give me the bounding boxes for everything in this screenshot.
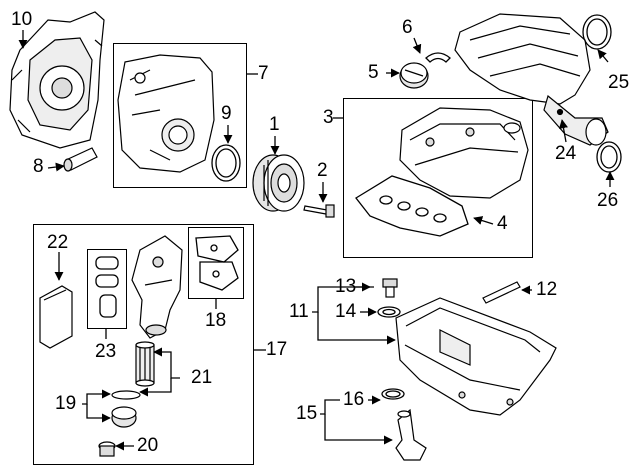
box-valve-cover-group — [343, 98, 533, 258]
part-cap-seal — [425, 52, 451, 63]
part-washer-14 — [377, 306, 401, 318]
callout-20: 20 — [137, 435, 159, 456]
callout-6: 6 — [402, 17, 413, 38]
box-gaskets-23 — [87, 249, 127, 329]
part-gaskets-18 — [195, 235, 239, 291]
part-seal-9 — [211, 144, 241, 182]
part-sleeve — [63, 147, 98, 172]
part-bolt-2 — [303, 204, 335, 218]
callout-9: 9 — [221, 103, 232, 124]
part-filter-element — [135, 341, 155, 387]
callout-17: 17 — [266, 339, 288, 360]
part-valve-cover-gasket — [355, 175, 469, 237]
callout-12: 12 — [536, 279, 558, 300]
callout-19: 19 — [55, 393, 77, 414]
callout-8: 8 — [33, 156, 44, 177]
callout-1: 1 — [269, 114, 280, 135]
callout-14: 14 — [335, 301, 357, 322]
box-gaskets-18 — [188, 227, 244, 299]
callout-11: 11 — [289, 301, 309, 322]
callout-7: 7 — [258, 63, 269, 84]
part-oil-cap — [399, 62, 429, 89]
callout-24: 24 — [555, 143, 577, 164]
part-intake-manifold — [454, 13, 609, 146]
callout-4: 4 — [497, 213, 508, 234]
callout-10: 10 — [11, 9, 33, 30]
callout-22: 22 — [47, 232, 69, 253]
part-seal-26 — [596, 141, 622, 173]
part-sensor-15 — [395, 408, 427, 461]
box-timing-cover-group — [113, 43, 247, 188]
callout-26: 26 — [597, 190, 619, 211]
callout-23: 23 — [95, 341, 117, 362]
part-tube-12 — [482, 281, 521, 304]
part-filter-housing — [131, 235, 183, 339]
callout-18: 18 — [205, 310, 227, 331]
part-valve-cover — [399, 107, 529, 199]
part-seal-25 — [582, 14, 612, 50]
callout-16: 16 — [343, 389, 365, 410]
callout-21: 21 — [191, 367, 213, 388]
leader-lines — [18, 30, 615, 451]
part-drain-plug-20 — [98, 441, 116, 457]
callout-3: 3 — [323, 107, 334, 128]
part-oil-pan — [395, 297, 557, 416]
callout-25: 25 — [608, 72, 630, 93]
callout-5: 5 — [368, 62, 379, 83]
part-oring-16 — [381, 388, 405, 400]
part-gaskets-23 — [95, 256, 119, 318]
part-plug-13 — [382, 278, 398, 298]
part-engine-cover — [9, 11, 105, 149]
callout-13: 13 — [335, 276, 357, 297]
part-oil-cooler — [39, 285, 73, 349]
part-timing-cover — [117, 54, 215, 173]
part-filter-cap — [111, 390, 141, 428]
callout-2: 2 — [317, 160, 328, 181]
part-pulley — [252, 154, 305, 212]
box-oil-filter-group — [33, 224, 254, 465]
callout-15: 15 — [296, 403, 318, 424]
